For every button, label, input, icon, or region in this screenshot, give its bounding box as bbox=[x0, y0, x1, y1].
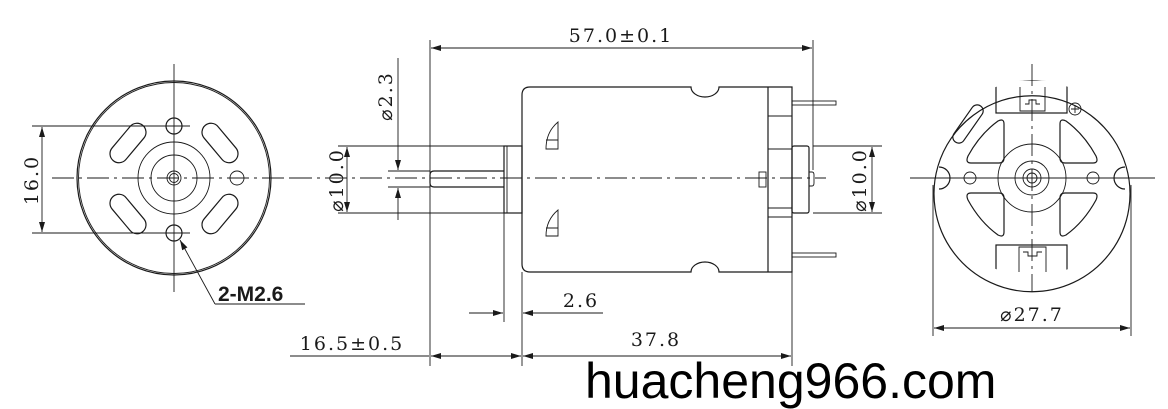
vent-window bbox=[966, 119, 1005, 164]
terminal-bottom bbox=[791, 252, 837, 258]
vent-window bbox=[1059, 192, 1098, 237]
motor-can bbox=[521, 86, 793, 273]
front-boss bbox=[503, 145, 523, 214]
dimension-overall-length: 57.0±0.1 bbox=[569, 25, 673, 47]
dimension-shaft-length: 16.5±0.5 bbox=[300, 333, 404, 355]
output-shaft bbox=[429, 170, 504, 188]
rear-boss bbox=[791, 145, 810, 214]
terminal-block-top bbox=[995, 80, 1068, 114]
brush-holder bbox=[758, 171, 767, 188]
vent-window bbox=[966, 192, 1005, 237]
side-view: 57.0±0.1 ⌀2.3 ⌀10.0 ⌀10.0 2.6 16.5±0.5 3… bbox=[290, 25, 882, 366]
mount-thread-callout: 2-M2.6 bbox=[218, 283, 283, 306]
dimension-boss-length: 2.6 bbox=[563, 290, 599, 312]
dimension-body-diameter: ⌀27.7 bbox=[1000, 304, 1064, 326]
rivet-hole bbox=[963, 171, 977, 185]
vent-hole bbox=[229, 170, 245, 186]
screw-icon bbox=[1068, 102, 1082, 116]
terminal-top bbox=[791, 100, 837, 106]
end-cap-outline bbox=[933, 165, 1131, 293]
side-notch-left bbox=[938, 166, 951, 190]
bearing-boss-circle bbox=[137, 141, 211, 215]
stamp-mark bbox=[545, 121, 559, 150]
side-notch-right bbox=[1113, 166, 1126, 190]
terminal-slot-top bbox=[1019, 87, 1046, 112]
vent-slot bbox=[201, 122, 239, 164]
vent-slot bbox=[109, 122, 147, 164]
end-cap-outline-top bbox=[937, 95, 1127, 167]
rear-shaft-tip bbox=[809, 171, 815, 187]
vent-slot bbox=[109, 193, 147, 235]
vent-slot bbox=[952, 104, 984, 144]
screw-cross bbox=[1071, 105, 1079, 113]
shaft-tip-circle bbox=[169, 173, 179, 183]
vent-slot bbox=[201, 193, 239, 235]
shaft-circle bbox=[166, 170, 182, 186]
watermark: huacheng966.com bbox=[585, 353, 996, 409]
vent-window bbox=[1059, 119, 1098, 164]
dimension-rear-boss-diameter: ⌀10.0 bbox=[849, 148, 871, 212]
terminal-slot-bottom bbox=[1018, 246, 1047, 272]
outer-housing-inner-edge bbox=[78, 82, 270, 274]
bearing-inner bbox=[1022, 168, 1042, 188]
bearing-housing bbox=[997, 143, 1067, 213]
dimension-hole-spacing: 16.0 bbox=[21, 155, 43, 205]
bearing-ring bbox=[1014, 160, 1050, 196]
terminal-block-bottom bbox=[995, 244, 1068, 276]
rivet-hole bbox=[1086, 171, 1100, 185]
dimension-shaft-diameter: ⌀2.3 bbox=[375, 71, 397, 121]
bushing-circle bbox=[150, 154, 198, 202]
stamp-mark bbox=[545, 209, 559, 237]
front-end-view: 16.0 2-M2.6 bbox=[21, 64, 305, 306]
shaft-end bbox=[1026, 172, 1038, 184]
dimension-front-boss-diameter: ⌀10.0 bbox=[326, 148, 348, 212]
callout-leader bbox=[179, 239, 216, 305]
dimension-body-length: 37.8 bbox=[631, 329, 681, 351]
rear-end-view: ⌀27.7 bbox=[910, 64, 1155, 336]
outer-housing-circle bbox=[76, 80, 272, 276]
